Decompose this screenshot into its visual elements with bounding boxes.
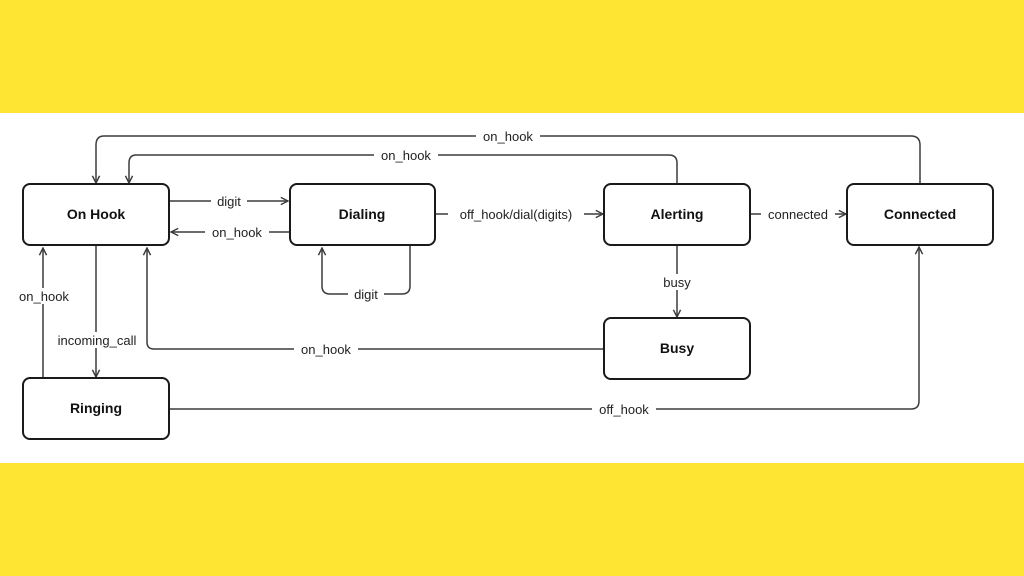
label-dialing-self: digit <box>348 286 384 302</box>
svg-text:on_hook: on_hook <box>381 148 431 163</box>
svg-text:digit: digit <box>354 287 378 302</box>
state-dialing: Dialing <box>289 183 436 246</box>
svg-text:digit: digit <box>217 194 241 209</box>
bottom-yellow-band <box>0 463 1024 576</box>
label-dialing-to-alerting: off_hook/dial(digits) <box>448 206 584 222</box>
label-onhook-to-dialing: digit <box>211 193 247 209</box>
state-connected: Connected <box>846 183 994 246</box>
state-alerting: Alerting <box>603 183 751 246</box>
svg-text:incoming_call: incoming_call <box>58 333 137 348</box>
label-connected-to-onhook: on_hook <box>476 128 540 144</box>
state-connected-label: Connected <box>884 206 956 222</box>
label-onhook-to-ringing: incoming_call <box>49 332 145 348</box>
svg-text:off_hook: off_hook <box>599 402 649 417</box>
state-busy: Busy <box>603 317 751 380</box>
label-busy-to-onhook: on_hook <box>294 341 358 357</box>
state-busy-label: Busy <box>660 340 694 356</box>
svg-text:on_hook: on_hook <box>301 342 351 357</box>
top-yellow-band <box>0 0 1024 113</box>
edge-busy-to-onhook <box>147 248 604 350</box>
label-alerting-to-connected: connected <box>761 206 835 222</box>
state-on-hook-label: On Hook <box>67 206 126 222</box>
state-dialing-label: Dialing <box>339 206 386 222</box>
state-ringing-label: Ringing <box>70 400 122 416</box>
state-alerting-label: Alerting <box>651 206 704 222</box>
label-alerting-to-busy: busy <box>658 274 696 290</box>
svg-text:busy: busy <box>663 275 691 290</box>
state-ringing: Ringing <box>22 377 170 440</box>
svg-text:off_hook/dial(digits): off_hook/dial(digits) <box>460 207 573 222</box>
diagram-canvas <box>0 113 1024 463</box>
svg-text:on_hook: on_hook <box>212 225 262 240</box>
label-alerting-to-onhook: on_hook <box>374 147 438 163</box>
state-on-hook: On Hook <box>22 183 170 246</box>
label-ringing-to-connected: off_hook <box>592 401 656 417</box>
svg-text:on_hook: on_hook <box>19 289 69 304</box>
label-dialing-to-onhook: on_hook <box>205 224 269 240</box>
label-ringing-to-onhook: on_hook <box>12 288 76 304</box>
svg-text:connected: connected <box>768 207 828 222</box>
edge-ringing-to-connected <box>169 247 919 410</box>
svg-text:on_hook: on_hook <box>483 129 533 144</box>
